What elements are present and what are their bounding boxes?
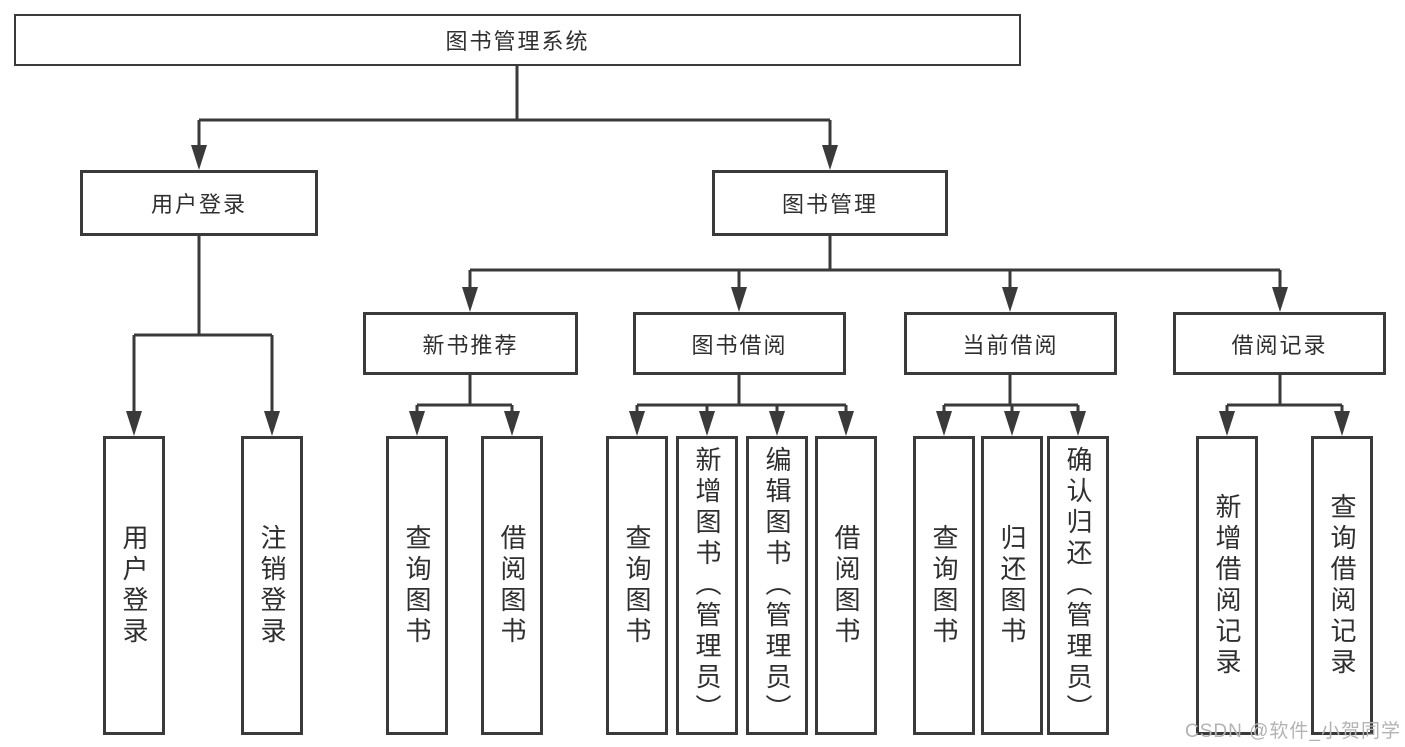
node-label: 图书管理系统: [445, 29, 590, 54]
leaf-borrowing-query-books: 查询图书: [606, 436, 668, 735]
node-label: 查询图书: [402, 523, 432, 648]
node-label: 新书推荐: [422, 332, 519, 358]
leaf-current-query-books: 查询图书: [913, 436, 975, 735]
node-label: 归还图书: [997, 523, 1027, 648]
node-label: 用户登录: [150, 192, 247, 217]
node-label: 借阅记录: [1231, 332, 1328, 358]
node-label: 新增图书（管理员）: [692, 446, 722, 725]
node-label: 注销登录: [257, 523, 287, 648]
node-borrowing-records: 借阅记录: [1173, 312, 1386, 375]
leaf-borrowing-borrow-books: 借阅图书: [815, 436, 877, 735]
leaf-borrowing-add-books-admin: 新增图书（管理员）: [676, 436, 738, 735]
node-label: 借阅图书: [831, 523, 861, 648]
node-label: 当前借阅: [962, 332, 1059, 358]
node-label: 新增借阅记录: [1212, 492, 1242, 679]
node-label: 用户登录: [119, 523, 149, 648]
csdn-watermark: CSDN @软件_小贺同学: [1185, 721, 1401, 742]
node-label: 查询图书: [929, 523, 959, 648]
leaf-records-add-record: 新增借阅记录: [1196, 436, 1258, 735]
leaf-recommend-query-books: 查询图书: [386, 436, 448, 735]
node-label: 确认归还（管理员）: [1063, 446, 1093, 725]
node-label: 借阅图书: [497, 523, 527, 648]
leaf-borrowing-edit-books-admin: 编辑图书（管理员）: [746, 436, 808, 735]
node-library-system: 图书管理系统: [14, 14, 1021, 66]
leaf-records-query-record: 查询借阅记录: [1311, 436, 1373, 735]
node-label: 图书管理: [781, 192, 878, 217]
leaf-current-confirm-return-admin: 确认归还（管理员）: [1047, 436, 1109, 735]
node-book-borrowing: 图书借阅: [633, 312, 846, 375]
node-label: 查询借阅记录: [1327, 492, 1357, 679]
leaf-recommend-borrow-books: 借阅图书: [481, 436, 543, 735]
node-new-book-recommendation: 新书推荐: [363, 312, 578, 375]
node-current-borrowing: 当前借阅: [904, 312, 1117, 375]
leaf-current-return-books: 归还图书: [981, 436, 1043, 735]
node-label: 编辑图书（管理员）: [762, 446, 792, 725]
leaf-user-login: 用户登录: [103, 436, 165, 735]
node-label: 查询图书: [622, 523, 652, 648]
node-user-login-module: 用户登录: [80, 170, 318, 236]
node-book-management-module: 图书管理: [712, 170, 948, 236]
leaf-logout: 注销登录: [241, 436, 303, 735]
node-label: 图书借阅: [691, 332, 788, 358]
